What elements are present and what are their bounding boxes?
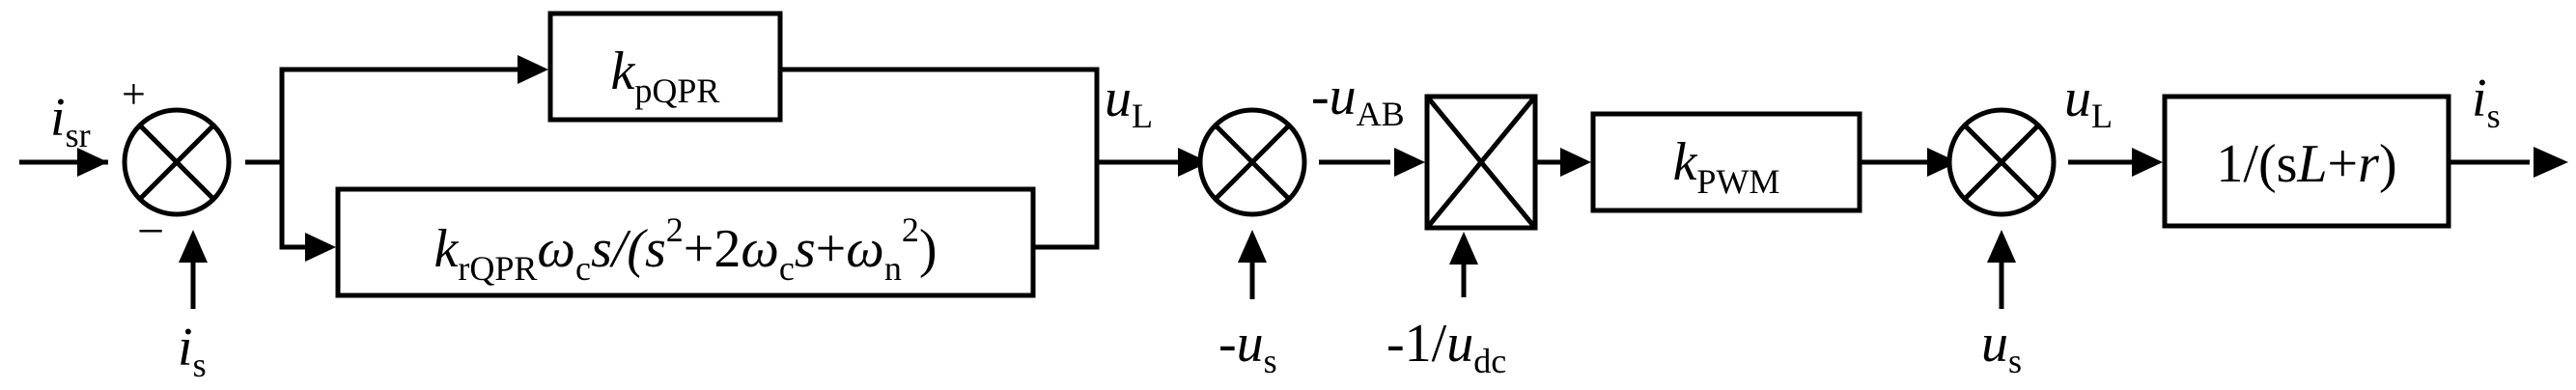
inv-udc-label: -1/udc bbox=[1386, 314, 1506, 380]
wire-to-kr bbox=[279, 162, 309, 250]
arrow-into-sum2 bbox=[1178, 148, 1209, 177]
is-feedback-label: is bbox=[178, 318, 207, 384]
sum-junction-2 bbox=[1197, 107, 1307, 217]
arrow-up-udc bbox=[1449, 232, 1478, 265]
arrowheads bbox=[77, 55, 2568, 265]
kr-block bbox=[335, 186, 1036, 298]
kpwm-block bbox=[1590, 111, 1862, 213]
arrow-into-plant bbox=[2132, 148, 2163, 177]
arrow-up-us bbox=[1987, 230, 2016, 263]
plant-block bbox=[2162, 94, 2451, 229]
arrow-into-sum3 bbox=[1927, 148, 1958, 177]
wire-to-kp bbox=[279, 67, 531, 162]
isr-label: isr bbox=[50, 88, 91, 154]
arrow-into-kp bbox=[518, 55, 548, 84]
uAB-label: -uAB bbox=[1311, 67, 1405, 133]
wire-kp-out bbox=[780, 67, 1100, 162]
minus-sign: − bbox=[137, 204, 164, 258]
wire-kr-out bbox=[1033, 162, 1100, 250]
arrow-up-is bbox=[179, 230, 208, 263]
arrow-into-kr bbox=[305, 233, 336, 262]
uL-label-2: uL bbox=[2064, 69, 2113, 135]
us-label: us bbox=[1981, 314, 2022, 380]
is-output-label: is bbox=[2472, 69, 2501, 135]
arrow-into-sum1 bbox=[77, 148, 108, 177]
multiplier-block bbox=[1424, 94, 1538, 231]
kpwm-label: kPWM bbox=[1673, 132, 1780, 201]
neg-us-label: -us bbox=[1218, 314, 1277, 380]
plus-sign: + bbox=[122, 70, 146, 118]
arrow-output bbox=[2534, 147, 2568, 178]
kp-label: kpQPR bbox=[611, 42, 720, 110]
kp-block bbox=[547, 11, 783, 123]
sum-junction-1 bbox=[122, 107, 232, 217]
kr-label: krQPRωcs/(s2+2ωcs+ωn2) bbox=[434, 210, 938, 288]
sum-junction-3 bbox=[1946, 107, 2057, 217]
arrow-into-kpwm bbox=[1560, 148, 1591, 177]
plant-label: 1/(sL+r) bbox=[2216, 134, 2396, 194]
arrow-into-mult bbox=[1394, 148, 1425, 177]
uL-label-1: uL bbox=[1105, 69, 1153, 135]
arrow-up-neg-us bbox=[1238, 230, 1267, 263]
